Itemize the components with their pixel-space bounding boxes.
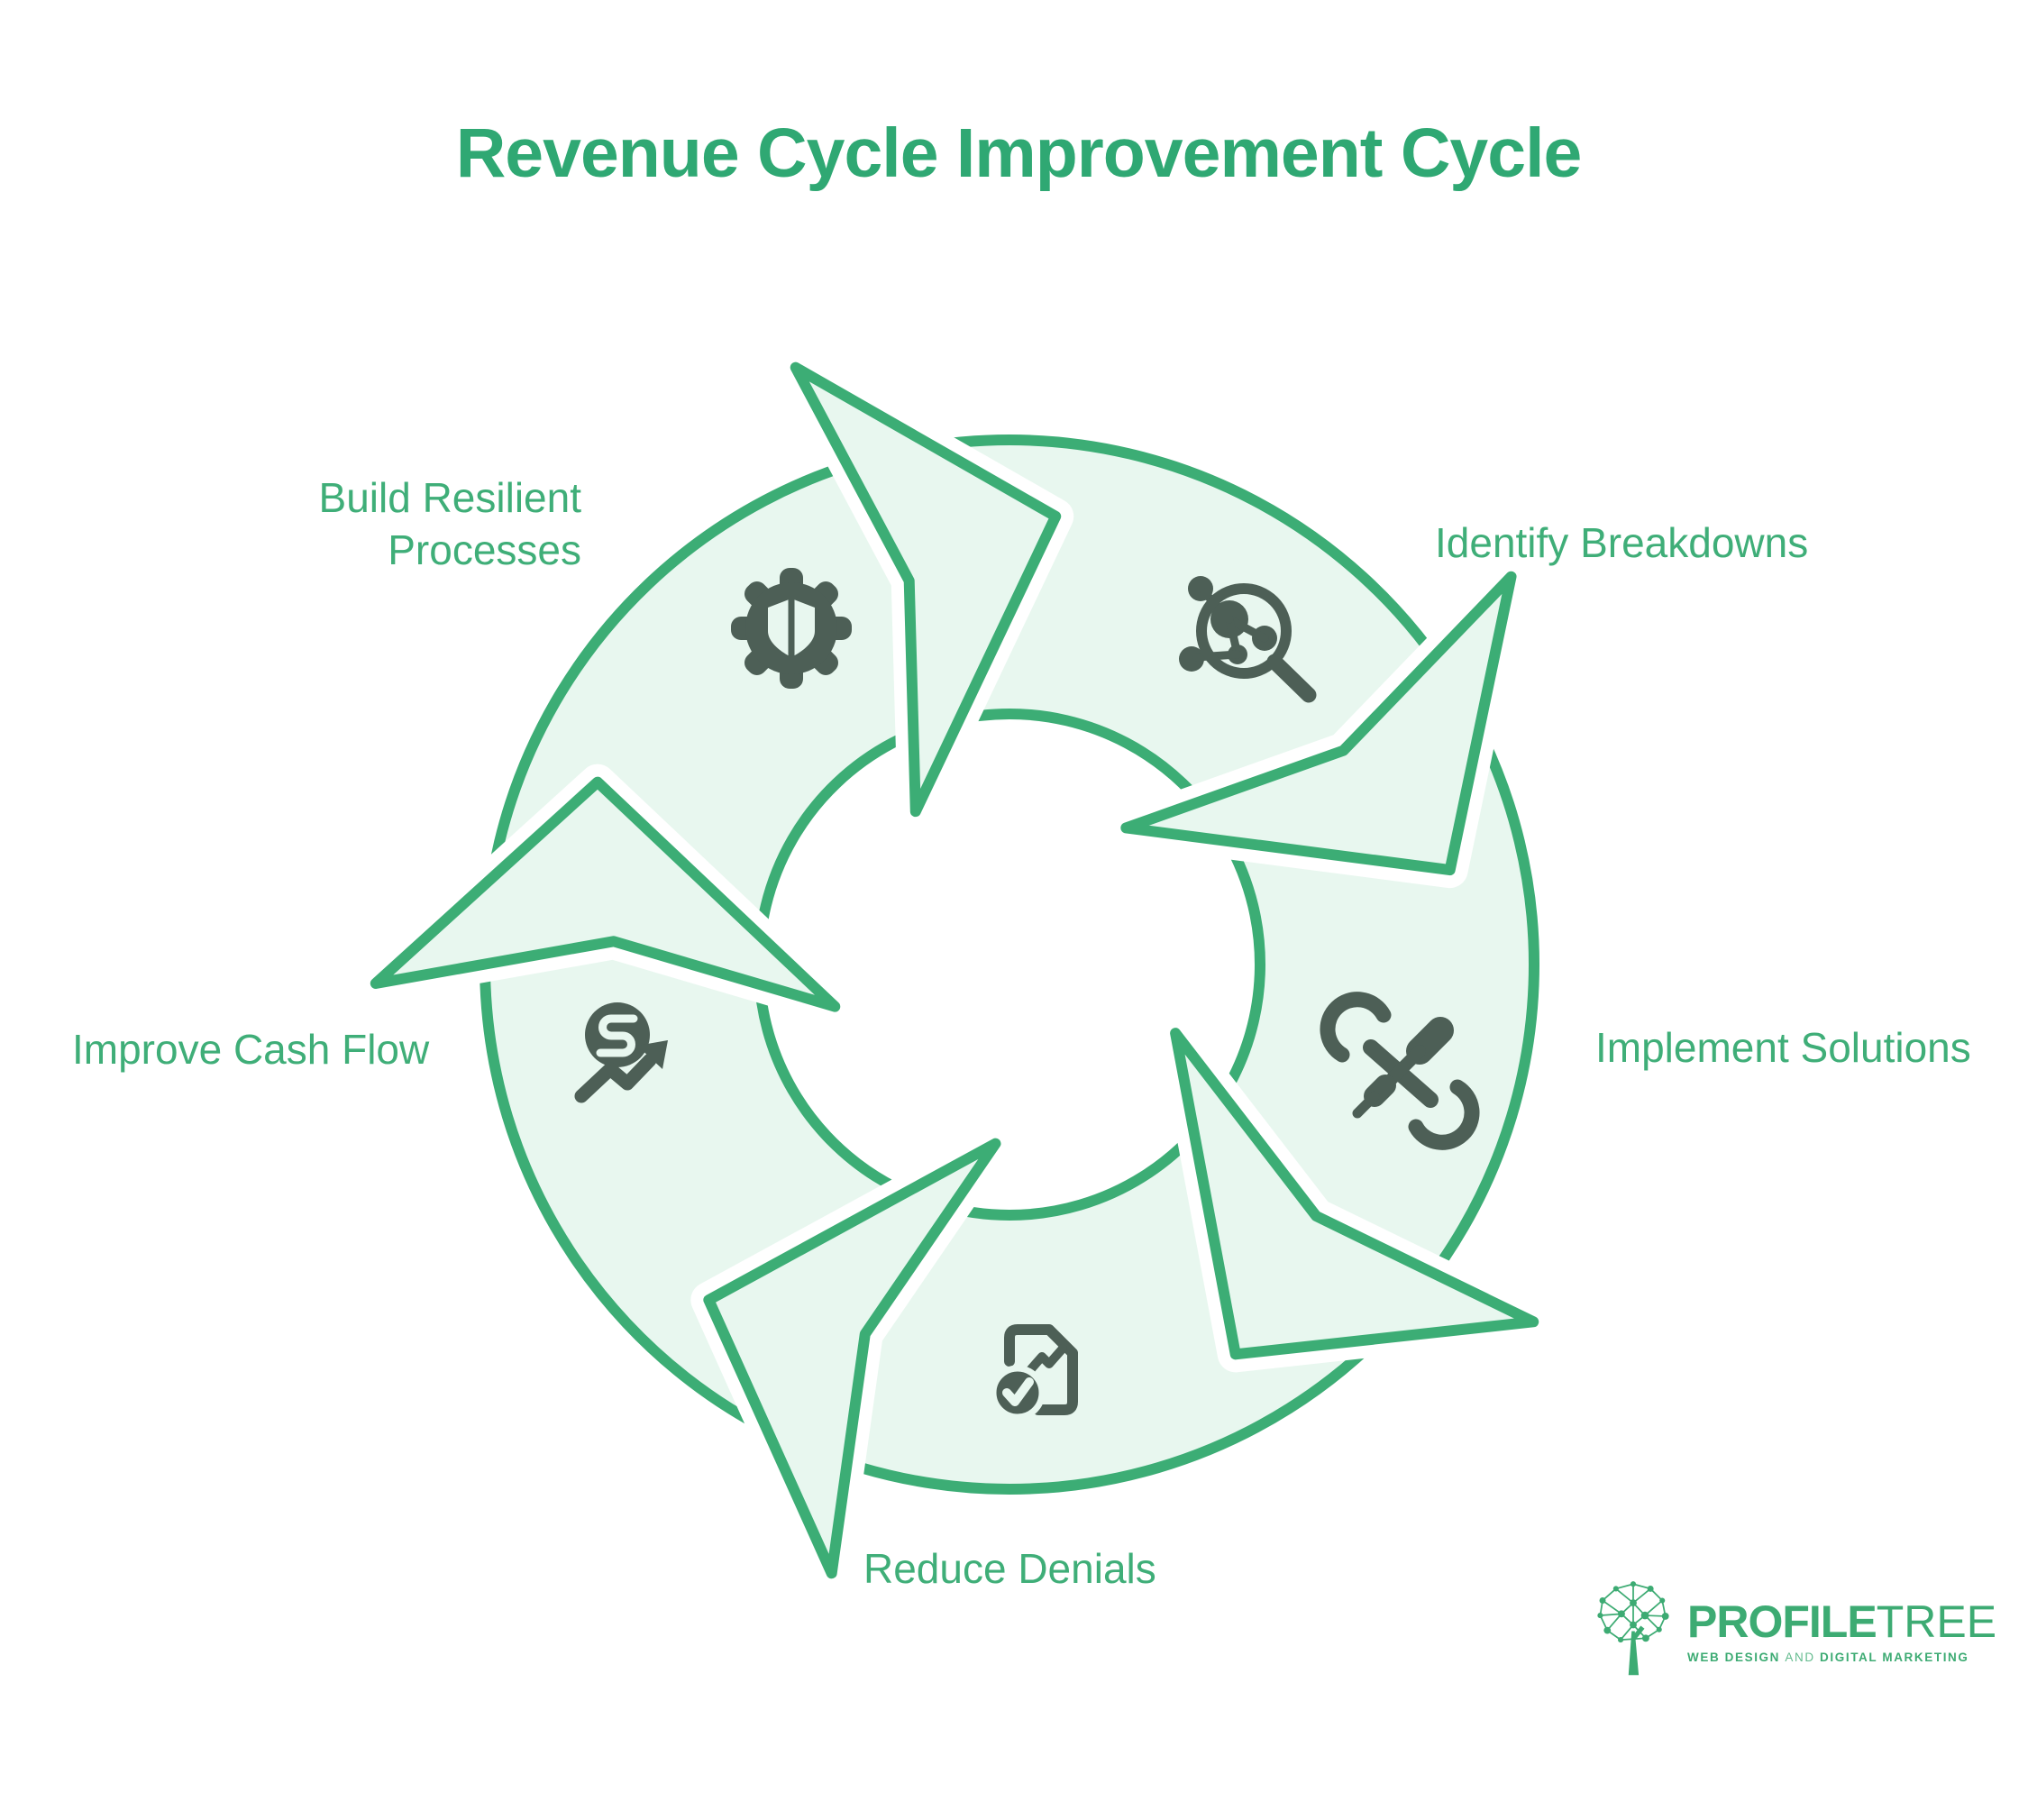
- cycle-arrow-left: [370, 764, 854, 1025]
- profiletree-wordmark: PROFILETREE: [1687, 1599, 1996, 1644]
- cycle-arrow-right-lower: [1157, 1015, 1552, 1373]
- brand-bold: PROFILE: [1687, 1596, 1877, 1647]
- cycle-arrow-bottom: [690, 1125, 1014, 1592]
- step-label-reduce: Reduce Denials: [863, 1545, 1156, 1592]
- cycle-arrows: [370, 349, 1552, 1592]
- cycle-diagram: [370, 349, 1552, 1592]
- gear-shield-icon: [731, 568, 852, 689]
- profiletree-tagline: WEB DESIGN AND DIGITAL MARKETING: [1687, 1651, 1969, 1664]
- profiletree-logo: PROFILETREE WEB DESIGN AND DIGITAL MARKE…: [1588, 1579, 1996, 1677]
- step-label-build: Build Resilient Processes: [318, 474, 581, 573]
- document-check-icon: [990, 1324, 1078, 1421]
- cash-trend-icon: [574, 1002, 668, 1103]
- tools-icon: [1320, 992, 1480, 1150]
- page-title: Revenue Cycle Improvement Cycle: [455, 114, 1583, 192]
- profiletree-tree-icon: [1597, 1581, 1669, 1676]
- step-label-implement: Implement Solutions: [1595, 1024, 1971, 1071]
- step-label-improve: Improve Cash Flow: [72, 1026, 430, 1073]
- cycle-arrow-top: [777, 349, 1074, 830]
- step-label-identify: Identify Breakdowns: [1435, 519, 1809, 566]
- profiletree-logo-text: PROFILETREE WEB DESIGN AND DIGITAL MARKE…: [1687, 1599, 1996, 1664]
- cycle-arrow-right-upper: [1108, 558, 1530, 889]
- brand-light: TREE: [1876, 1596, 1997, 1647]
- magnifier-molecule-icon: [1179, 576, 1317, 703]
